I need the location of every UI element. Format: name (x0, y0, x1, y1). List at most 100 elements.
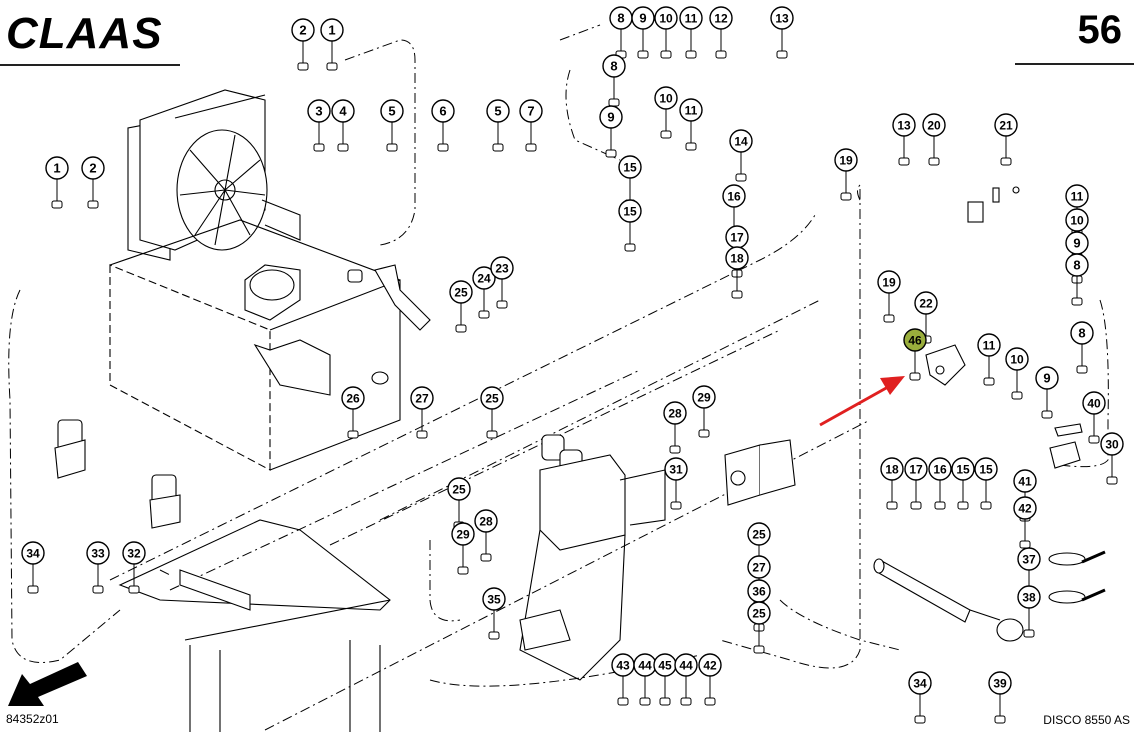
part-callout-20[interactable]: 20 (922, 113, 946, 137)
part-callout-30[interactable]: 30 (1100, 432, 1124, 456)
part-callout-13[interactable]: 13 (892, 113, 916, 137)
part-callout-16[interactable]: 16 (928, 457, 952, 481)
part-callout-6[interactable]: 6 (431, 99, 455, 123)
part-callout-25[interactable]: 25 (747, 601, 771, 625)
part-callout-19[interactable]: 19 (877, 270, 901, 294)
callout-number: 15 (623, 205, 637, 219)
part-callout-4[interactable]: 4 (331, 99, 355, 123)
part-callout-23[interactable]: 23 (490, 256, 514, 280)
part-callout-25[interactable]: 25 (747, 522, 771, 546)
part-callout-9[interactable]: 9 (1065, 231, 1089, 255)
part-callout-18[interactable]: 18 (725, 246, 749, 270)
part-callout-1[interactable]: 1 (45, 156, 69, 180)
part-callout-34[interactable]: 34 (908, 671, 932, 695)
part-callout-25[interactable]: 25 (447, 477, 471, 501)
part-callout-42[interactable]: 42 (698, 653, 722, 677)
callout-circle (431, 99, 455, 123)
hose-route-line (719, 183, 861, 669)
part-callout-42[interactable]: 42 (1013, 496, 1037, 520)
callout-circle (914, 291, 938, 315)
part-callout-2[interactable]: 2 (291, 18, 315, 42)
part-callout-27[interactable]: 27 (747, 555, 771, 579)
callout-circle (307, 99, 331, 123)
part-callout-10[interactable]: 10 (654, 86, 678, 110)
part-callout-10[interactable]: 10 (1005, 347, 1029, 371)
part-callout-44[interactable]: 44 (633, 653, 657, 677)
part-callout-37[interactable]: 37 (1017, 547, 1041, 571)
part-callout-5[interactable]: 5 (486, 99, 510, 123)
part-callout-41[interactable]: 41 (1013, 469, 1037, 493)
part-callout-15[interactable]: 15 (951, 457, 975, 481)
part-callout-35[interactable]: 35 (482, 587, 506, 611)
part-callout-45[interactable]: 45 (653, 653, 677, 677)
part-callout-11[interactable]: 11 (1065, 184, 1089, 208)
fitting-part (347, 430, 359, 439)
part-callout-11[interactable]: 11 (977, 333, 1001, 357)
part-callout-16[interactable]: 16 (722, 184, 746, 208)
callout-circle (1082, 391, 1106, 415)
fitting-part (457, 566, 469, 575)
part-callout-40[interactable]: 40 (1082, 391, 1106, 415)
part-callout-26[interactable]: 26 (341, 386, 365, 410)
part-callout-25[interactable]: 25 (480, 386, 504, 410)
callout-circle (770, 6, 794, 30)
part-callout-17[interactable]: 17 (725, 225, 749, 249)
part-callout-7[interactable]: 7 (519, 99, 543, 123)
part-callout-21[interactable]: 21 (994, 113, 1018, 137)
part-callout-13[interactable]: 13 (770, 6, 794, 30)
part-callout-29[interactable]: 29 (692, 385, 716, 409)
part-callout-32[interactable]: 32 (122, 541, 146, 565)
callout-number: 18 (885, 463, 899, 477)
part-callout-27[interactable]: 27 (410, 386, 434, 410)
part-callout-8[interactable]: 8 (609, 6, 633, 30)
part-callout-9[interactable]: 9 (599, 105, 623, 129)
part-callout-10[interactable]: 10 (1065, 208, 1089, 232)
part-callout-44[interactable]: 44 (674, 653, 698, 677)
part-callout-43[interactable]: 43 (611, 653, 635, 677)
part-callout-15[interactable]: 15 (618, 155, 642, 179)
part-callout-3[interactable]: 3 (307, 99, 331, 123)
part-callout-2[interactable]: 2 (81, 156, 105, 180)
callout-circle (679, 6, 703, 30)
callout-number: 11 (983, 339, 996, 353)
part-callout-33[interactable]: 33 (86, 541, 110, 565)
part-callout-34[interactable]: 34 (21, 541, 45, 565)
part-callout-9[interactable]: 9 (631, 6, 655, 30)
callout-circle (618, 199, 642, 223)
part-callout-17[interactable]: 17 (904, 457, 928, 481)
part-callout-15[interactable]: 15 (618, 199, 642, 223)
part-callout-28[interactable]: 28 (474, 509, 498, 533)
part-callout-18[interactable]: 18 (880, 457, 904, 481)
part-callout-38[interactable]: 38 (1017, 585, 1041, 609)
part-callout-28[interactable]: 28 (663, 401, 687, 425)
part-callout-25[interactable]: 25 (449, 280, 473, 304)
part-callout-39[interactable]: 39 (988, 671, 1012, 695)
part-callout-8[interactable]: 8 (1070, 321, 1094, 345)
part-callout-9[interactable]: 9 (1035, 366, 1059, 390)
callout-circle (834, 148, 858, 172)
part-callout-22[interactable]: 22 (914, 291, 938, 315)
part-callout-10[interactable]: 10 (654, 6, 678, 30)
fitting-part (994, 715, 1006, 724)
part-callout-11[interactable]: 11 (679, 98, 703, 122)
callout-circle (928, 457, 952, 481)
part-callout-8[interactable]: 8 (1065, 253, 1089, 277)
callout-circle (602, 54, 626, 78)
part-callout-14[interactable]: 14 (729, 129, 753, 153)
part-callout-11[interactable]: 11 (679, 6, 703, 30)
callout-circle (679, 98, 703, 122)
part-callout-31[interactable]: 31 (664, 457, 688, 481)
oil-cooler (127, 89, 301, 261)
callout-circle (291, 18, 315, 42)
part-callout-29[interactable]: 29 (451, 522, 475, 546)
fitting-part (416, 430, 428, 439)
part-callout-19[interactable]: 19 (834, 148, 858, 172)
part-callout-15[interactable]: 15 (974, 457, 998, 481)
part-callout-8[interactable]: 8 (602, 54, 626, 78)
part-callout-24[interactable]: 24 (472, 266, 496, 290)
part-callout-1[interactable]: 1 (320, 18, 344, 42)
part-callout-5[interactable]: 5 (380, 99, 404, 123)
part-callout-12[interactable]: 12 (709, 6, 733, 30)
part-callout-36[interactable]: 36 (747, 579, 771, 603)
part-callout-46[interactable]: 46 (903, 328, 927, 352)
